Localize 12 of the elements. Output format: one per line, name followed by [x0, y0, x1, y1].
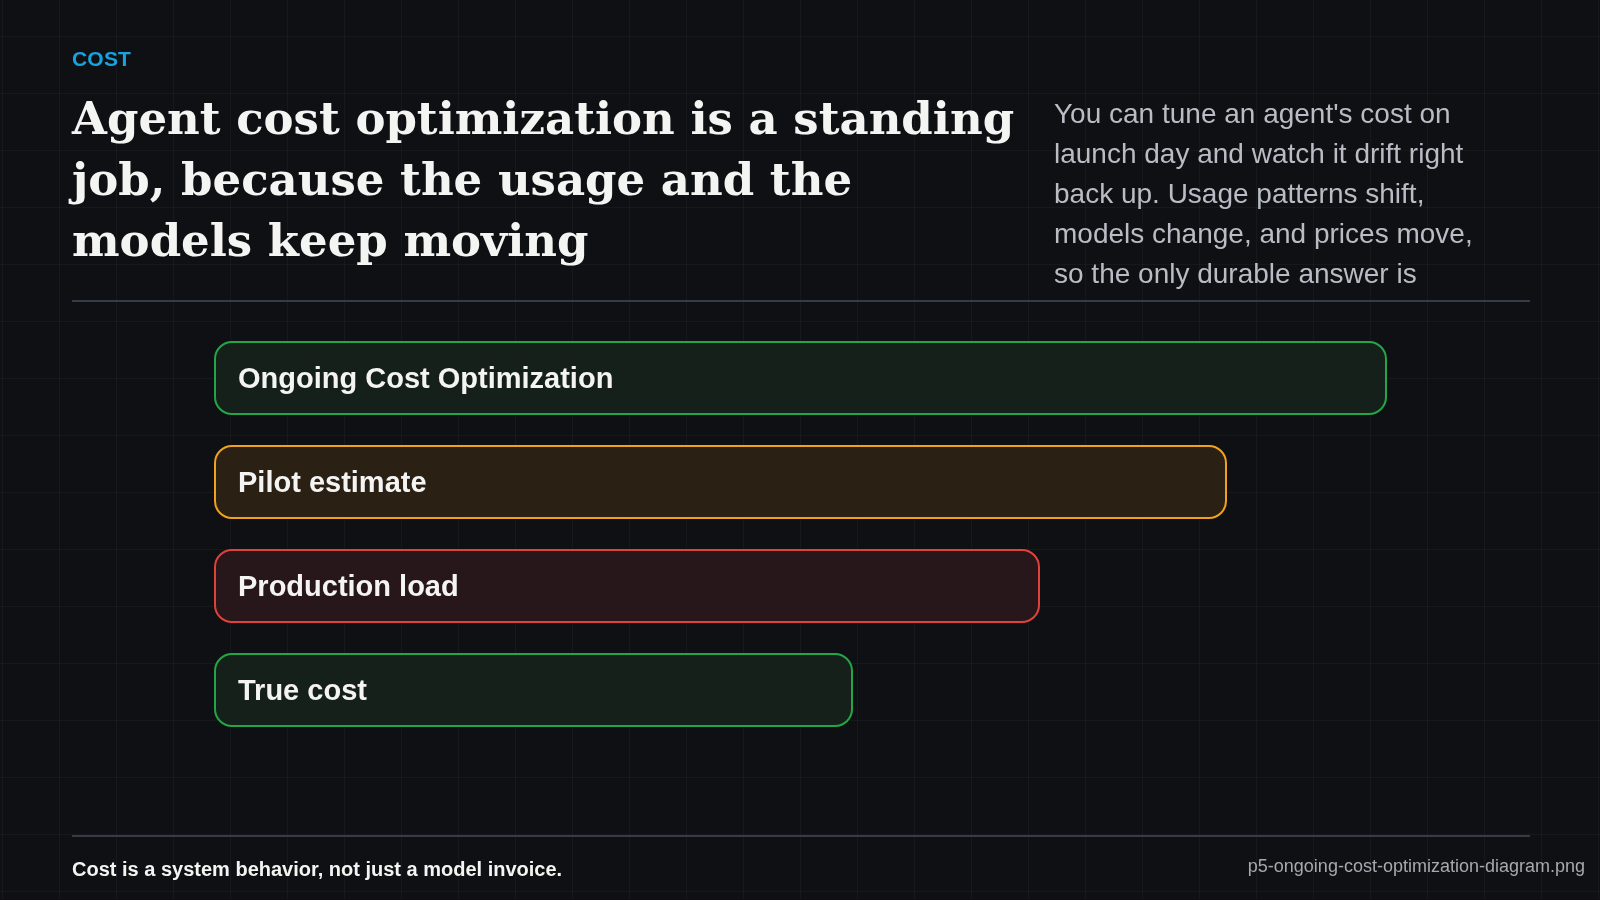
cost-bar [214, 445, 1227, 519]
cost-bar [214, 341, 1387, 415]
cost-bar [214, 653, 853, 727]
cost-bar [214, 549, 1040, 623]
file-name: p5-ongoing-cost-optimization-diagram.png [1247, 856, 1585, 877]
bar-label: Production load [238, 569, 459, 603]
footer-caption: Cost is a system behavior, not just a model invoice. [72, 858, 563, 881]
intro-paragraph: You can tune an agent's cost on launch day and watch it drift right back up. Usage patterns shift, models change, and prices move, so the only durable answer is [1054, 97, 1474, 291]
bar-label: Pilot estimate [238, 465, 427, 499]
section-label: COST [72, 47, 132, 71]
bar-label: Ongoing Cost Optimization [238, 361, 614, 395]
bar-label: True cost [238, 673, 367, 707]
